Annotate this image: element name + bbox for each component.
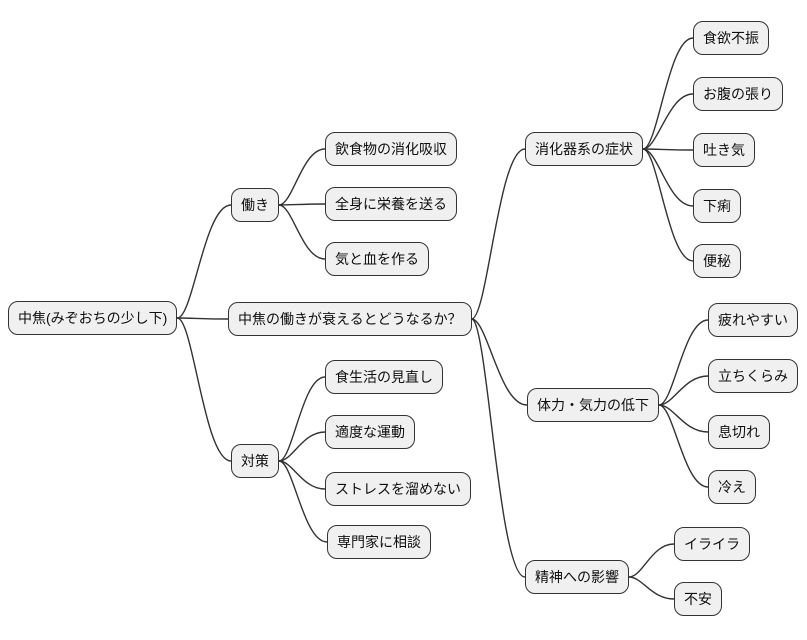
mindmap-node-nutrition-delivery: 全身に栄養を送る (325, 187, 457, 221)
mindmap-edge (628, 576, 675, 600)
mindmap-node-diet-review: 食生活の見直し (325, 360, 443, 394)
mindmap-node-root: 中焦(みぞおちの少し下) (8, 301, 178, 335)
mindmap-node-dizziness: 立ちくらみ (708, 359, 798, 393)
mindmap-edge (278, 376, 326, 462)
mindmap-edge (176, 204, 232, 319)
mindmap-edge (278, 460, 326, 490)
mindmap-node-stamina-decline: 体力・気力の低下 (527, 388, 659, 422)
mindmap-node-fatigue: 疲れやすい (708, 303, 798, 337)
mindmap-edge (470, 318, 528, 406)
mindmap-edge (658, 319, 709, 406)
mindmap-node-working: 働き (231, 188, 279, 222)
mindmap-edge (278, 431, 326, 462)
mindmap-node-digestion-absorption: 飲食物の消化吸収 (325, 132, 457, 166)
mindmap-node-moderate-exercise: 適度な運動 (325, 415, 415, 449)
mindmap-node-breathlessness: 息切れ (708, 415, 770, 449)
mindmap-node-irritability: イライラ (674, 527, 750, 561)
mindmap-node-decline-question: 中焦の働きが衰えるとどうなるか？ (228, 302, 472, 336)
mindmap-edge (642, 93, 694, 150)
mindmap-node-stress-management: ストレスを溜めない (325, 472, 471, 506)
mindmap-edge (658, 404, 709, 433)
mindmap-edge (642, 148, 694, 151)
mindmap-node-mental-impact: 精神への影響 (525, 560, 629, 594)
mindmap-edge (176, 317, 229, 320)
mindmap-node-consult-expert: 専門家に相談 (327, 525, 431, 559)
mindmap-edge (278, 460, 328, 543)
mindmap-node-appetite-loss: 食欲不振 (693, 21, 769, 55)
mindmap-edge (278, 148, 326, 206)
mindmap-edge (176, 317, 232, 462)
mindmap-edge (658, 375, 709, 406)
mindmap-node-digestive-symptoms: 消化器系の症状 (525, 132, 643, 166)
mindmap-node-diarrhea: 下痢 (693, 189, 741, 223)
mindmap-edge (642, 148, 694, 207)
mindmap-edge (470, 318, 526, 578)
mindmap-edge (642, 37, 694, 150)
mindmap-edge (658, 404, 709, 488)
mindmap-node-qi-blood: 気と血を作る (325, 242, 429, 276)
mindmap-edge (470, 148, 526, 320)
mindmap-edge (628, 543, 675, 578)
mindmap-node-countermeasures: 対策 (231, 444, 279, 478)
mindmap-edge (278, 204, 326, 260)
mindmap-node-constipation: 便秘 (693, 244, 741, 278)
mindmap-node-bloating: お腹の張り (693, 77, 783, 111)
mindmap-node-nausea: 吐き気 (693, 133, 755, 167)
mindmap-node-anxiety: 不安 (674, 582, 722, 616)
mindmap-node-coldness: 冷え (708, 470, 756, 504)
mindmap-edge (642, 148, 694, 262)
mindmap-edge (278, 203, 326, 206)
